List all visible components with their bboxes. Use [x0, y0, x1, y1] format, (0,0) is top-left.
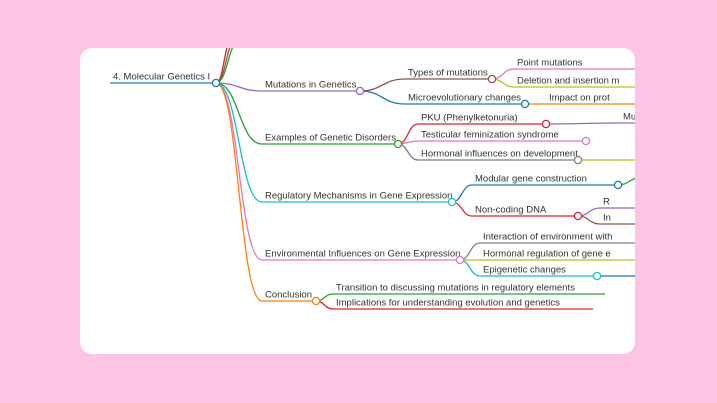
root-node-connector[interactable]: [211, 78, 221, 88]
branch-1-item-1-leaf-2-label: Deletion and insertion m: [517, 76, 620, 87]
branch-4-item-3-connector[interactable]: [592, 271, 602, 281]
branch-2-item-2-label: Testicular feminization syndrome: [421, 130, 559, 141]
branch-2-item-3[interactable]: Hormonal influences on development: [418, 149, 583, 165]
branch-3-item-2[interactable]: Non-coding DNA: [472, 205, 583, 221]
branch-1-item-1-leaf-2[interactable]: Deletion and insertion m: [514, 76, 635, 88]
branch-3-item-2-leaf-2-label: In: [603, 213, 611, 224]
branch-4-label: Environmental Influences on Gene Express…: [265, 249, 460, 260]
branch-2[interactable]: Examples of Genetic Disorders: [262, 133, 403, 149]
branch-3-item-2-leaf-1[interactable]: R: [600, 197, 635, 209]
branch-3-item-2-leaf-2[interactable]: In: [600, 213, 635, 225]
branch-5[interactable]: Conclusion: [262, 290, 321, 306]
branch-4-item-1-label: Interaction of environment with: [483, 232, 612, 243]
branch-4-item-3[interactable]: Epigenetic changes: [480, 265, 602, 281]
branch-5-item-1[interactable]: Transition to discussing mutations in re…: [333, 283, 605, 295]
branch-1-item-2-connector[interactable]: [520, 99, 530, 109]
mindmap-canvas: 4. Molecular Genetics I Mutations in Gene…: [110, 48, 635, 310]
branch-3-item-1-label: Modular gene construction: [475, 174, 587, 185]
branch-2-item-3-label: Hormonal influences on development: [421, 149, 578, 160]
branch-1-label: Mutations in Genetics: [265, 80, 357, 91]
branch-3-connector[interactable]: [447, 197, 457, 207]
branch-5-item-2-label: Implications for understanding evolution…: [336, 298, 560, 309]
branch-1-item-1-label: Types of mutations: [408, 68, 488, 79]
branch-3[interactable]: Regulatory Mechanisms in Gene Expression: [262, 191, 457, 207]
branch-4-item-1[interactable]: Interaction of environment with: [480, 232, 635, 244]
branch-edge: [215, 82, 263, 302]
branch-2-item-1-label: PKU (Phenylketonuria): [421, 113, 518, 124]
branch-1-item-1-connector[interactable]: [487, 74, 497, 84]
leaf-edge: [545, 122, 621, 125]
branch-1-item-2[interactable]: Microevolutionary changes: [405, 93, 530, 109]
branch-2-connector[interactable]: [393, 139, 403, 149]
branch-1-item-1-leaf-1-label: Point mutations: [517, 58, 583, 69]
branch-3-label: Regulatory Mechanisms in Gene Expression: [265, 191, 452, 202]
branch-3-item-2-connector[interactable]: [573, 211, 583, 221]
branch-edge: [215, 82, 263, 145]
branch-5-item-1-label: Transition to discussing mutations in re…: [336, 283, 575, 294]
branch-4-item-2[interactable]: Hormonal regulation of gene e: [480, 249, 635, 261]
mindmap-card: 4. Molecular Genetics I Mutations in Gene…: [80, 48, 635, 354]
branch-4-connector[interactable]: [455, 255, 465, 265]
branch-edge: [215, 82, 263, 92]
offscreen-branch-edge: [215, 48, 228, 84]
branch-edge: [215, 82, 263, 261]
branch-edge: [215, 82, 263, 203]
branch-4-item-3-label: Epigenetic changes: [483, 265, 566, 276]
branch-4-item-2-label: Hormonal regulation of gene e: [483, 249, 611, 260]
branch-1[interactable]: Mutations in Genetics: [262, 80, 365, 96]
branch-4[interactable]: Environmental Influences on Gene Express…: [262, 249, 465, 265]
branch-2-item-1[interactable]: PKU (Phenylketonuria): [418, 113, 551, 129]
child-edge: [359, 78, 406, 92]
branch-1-connector[interactable]: [355, 86, 365, 96]
branch-1-item-1-leaf-1[interactable]: Point mutations: [514, 58, 635, 70]
branch-3-item-1[interactable]: Modular gene construction: [472, 174, 623, 190]
branch-2-item-2-connector[interactable]: [581, 136, 591, 146]
branch-5-item-2[interactable]: Implications for understanding evolution…: [333, 298, 593, 310]
branch-1-item-2-label: Microevolutionary changes: [408, 93, 521, 104]
branch-2-label: Examples of Genetic Disorders: [265, 133, 396, 144]
branch-2-item-1-leaf-1-label: Mutation l: [623, 112, 635, 123]
branch-3-item-1-connector[interactable]: [613, 180, 623, 190]
branch-5-connector[interactable]: [311, 296, 321, 306]
branch-1-item-1[interactable]: Types of mutations: [405, 68, 497, 84]
branch-3-item-2-leaf-1-label: R: [603, 197, 610, 208]
branch-3-item-2-label: Non-coding DNA: [475, 205, 547, 216]
branch-2-item-3-connector[interactable]: [573, 155, 583, 165]
root-node[interactable]: 4. Molecular Genetics I: [110, 72, 221, 88]
branch-1-item-2-leaf-1[interactable]: Impact on prot: [546, 93, 635, 105]
branch-1-item-2-leaf-1-label: Impact on prot: [549, 93, 610, 104]
branch-2-item-1-leaf-1[interactable]: Mutation l: [620, 112, 635, 124]
root-node-label: 4. Molecular Genetics I: [113, 72, 210, 83]
branch-2-item-1-connector[interactable]: [541, 119, 551, 129]
child-edge: [359, 90, 406, 105]
branch-5-label: Conclusion: [265, 290, 312, 301]
branch-2-item-2[interactable]: Testicular feminization syndrome: [418, 130, 591, 146]
